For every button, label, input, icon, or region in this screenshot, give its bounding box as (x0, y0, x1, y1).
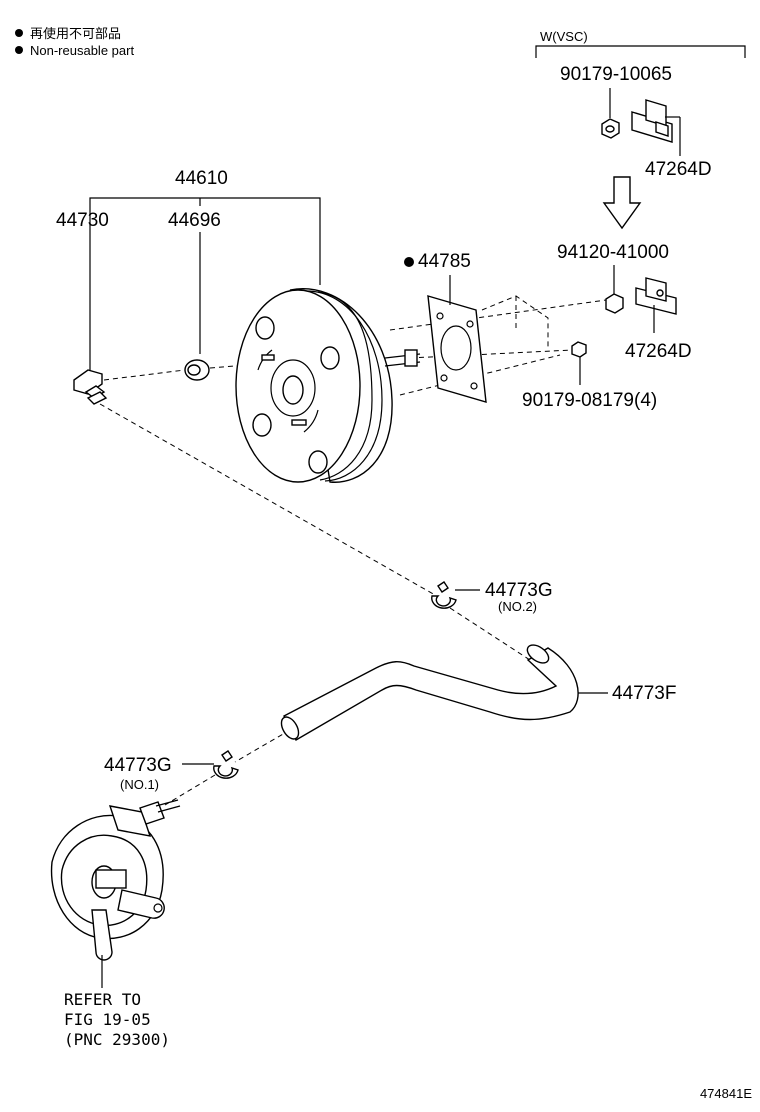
nut-small-icon (571, 341, 587, 358)
part-label-47264d-mid: 47264D (625, 341, 692, 362)
dash-hose-clamp1 (234, 729, 291, 763)
part-label-90179-10065: 90179-10065 (560, 64, 672, 85)
part-label-no1: (NO.1) (120, 777, 159, 792)
refer-line-1: REFER TO (64, 990, 141, 1009)
non-reusable-bullet (404, 257, 414, 267)
part-label-44785: 44785 (418, 251, 471, 272)
bracket-44610 (89, 197, 321, 372)
legend-bullet-2 (15, 46, 23, 54)
legend-text-en: Non-reusable part (30, 43, 134, 58)
nut-mid-icon (605, 293, 624, 314)
part-label-44773f: 44773F (612, 683, 676, 704)
hose-clamp-no2-icon (431, 581, 457, 609)
part-label-90179-08179: 90179-08179(4) (522, 390, 657, 411)
dash-valve-hose (99, 403, 436, 596)
nut-icon (601, 118, 620, 139)
part-label-44696: 44696 (168, 210, 221, 231)
refer-line-2: FIG 19-05 (64, 1010, 151, 1029)
arrow-down-icon (602, 176, 642, 230)
part-label-94120-41000: 94120-41000 (557, 242, 669, 263)
check-valve-icon (73, 369, 108, 405)
hose-clamp-no1-icon (213, 750, 239, 779)
grommet-icon (184, 359, 210, 381)
dash-clamp2-hose (449, 607, 531, 661)
legend-bullet-1 (15, 29, 23, 37)
bracket-mid-icon (635, 277, 677, 315)
mounting-box-outline (481, 295, 549, 350)
vacuum-hose-icon (280, 644, 579, 741)
part-label-44730: 44730 (56, 210, 109, 231)
part-label-47264d-top: 47264D (645, 159, 712, 180)
brake-booster-icon (235, 288, 393, 483)
part-label-44610: 44610 (175, 168, 228, 189)
part-label-no2: (NO.2) (498, 599, 537, 614)
variant-label: W(VSC) (540, 29, 588, 44)
figure-id: 474841E (700, 1086, 752, 1101)
legend-text-jp: 再使用不可部品 (30, 26, 121, 41)
dash-clamp1-pump (164, 774, 216, 806)
vacuum-pump-icon (50, 799, 181, 961)
bracket-icon (631, 99, 673, 143)
part-label-44773g-no1: 44773G (104, 755, 172, 776)
dash-stud1 (389, 299, 607, 331)
booster-studs-icon (384, 349, 421, 367)
variant-bracket (535, 45, 746, 58)
gasket-icon (427, 295, 487, 403)
dash-valve-grommet (103, 369, 186, 381)
refer-line-3: (PNC 29300) (64, 1030, 170, 1049)
part-label-44773g-no2: 44773G (485, 580, 553, 601)
